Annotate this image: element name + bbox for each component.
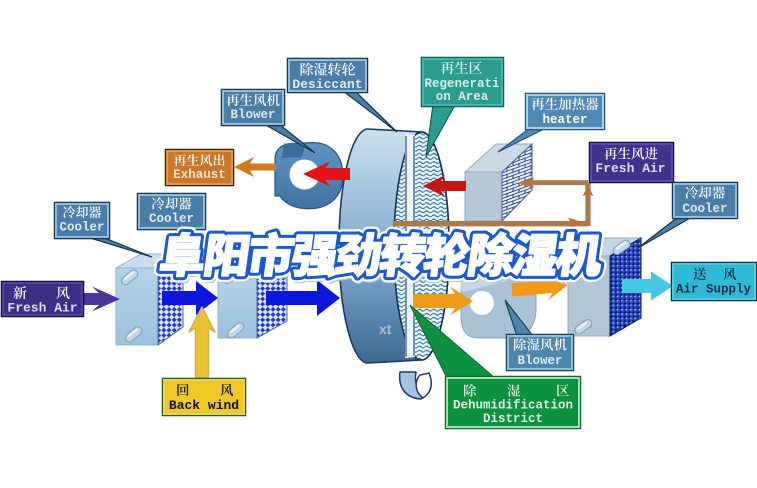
- svg-text:Fresh Air: Fresh Air: [595, 161, 665, 176]
- svg-text:Desiccant: Desiccant: [292, 77, 362, 92]
- svg-text:Cooler: Cooler: [682, 202, 727, 216]
- svg-text:Exhaust: Exhaust: [173, 168, 226, 182]
- svg-text:Fresh Air: Fresh Air: [7, 301, 77, 316]
- svg-text:Blower: Blower: [230, 108, 275, 122]
- svg-text:on Area: on Area: [436, 90, 489, 104]
- svg-text:Cooler: Cooler: [149, 212, 194, 226]
- svg-text:Dehumidification: Dehumidification: [453, 399, 573, 413]
- svg-text:District: District: [483, 412, 543, 426]
- svg-text:Regenerati: Regenerati: [424, 77, 499, 91]
- svg-text:Cooler: Cooler: [59, 221, 104, 235]
- svg-text:Blower: Blower: [517, 354, 562, 368]
- svg-text:Back wind: Back wind: [169, 398, 239, 413]
- svg-text:Air Supply: Air Supply: [676, 283, 752, 297]
- svg-text:xt: xt: [379, 321, 392, 337]
- svg-text:heater: heater: [542, 113, 587, 127]
